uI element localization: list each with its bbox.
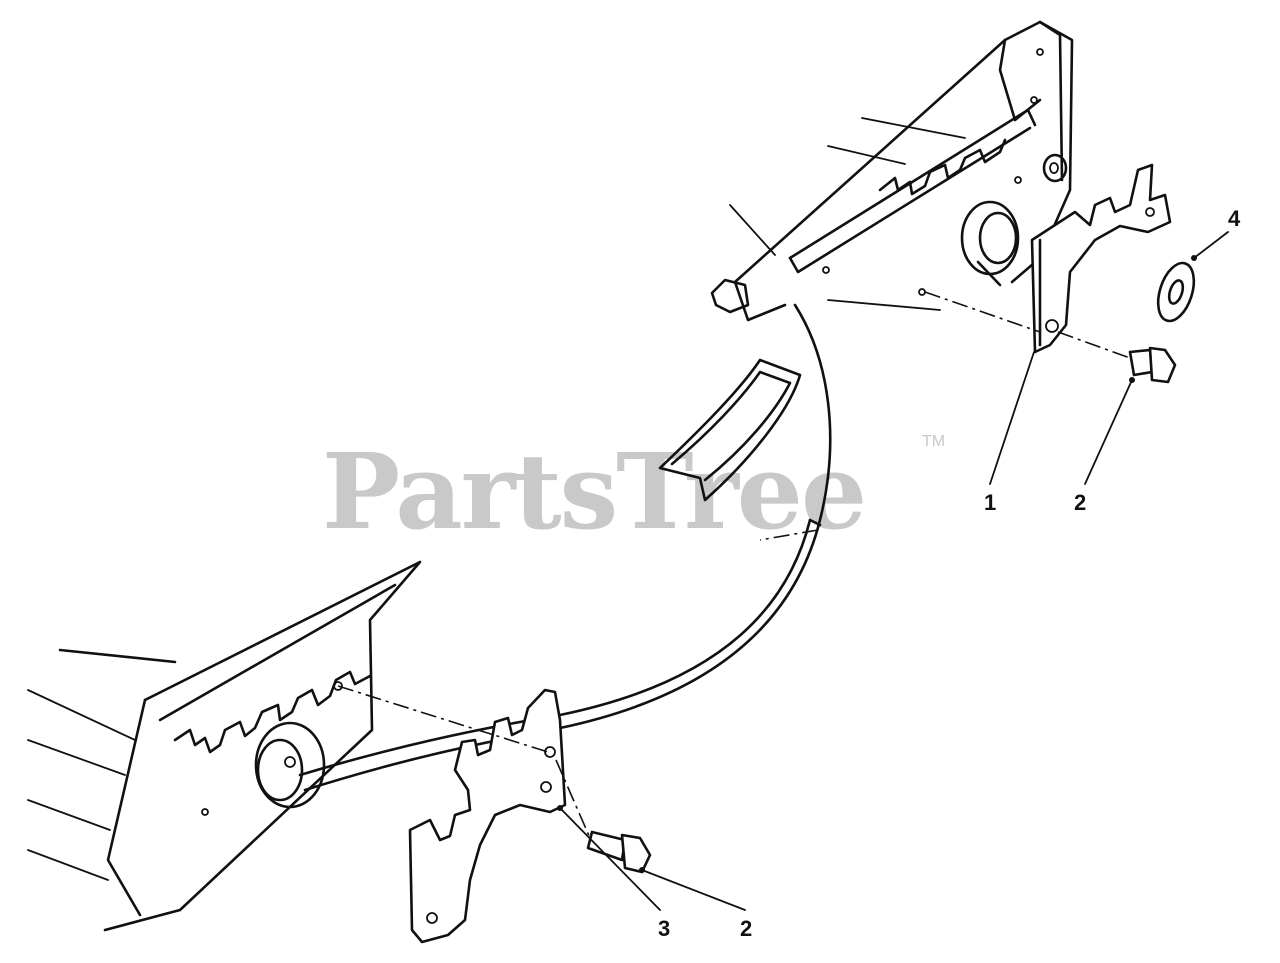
part-2-bolt-left [586,830,652,874]
deck-left-side [27,560,422,932]
handle-grip [658,358,802,502]
callout-4: 4 [1228,206,1241,231]
callout-labels: 4 1 2 3 2 [658,206,1241,941]
callout-2-left: 2 [740,916,752,941]
part-2-bolt-right [1128,346,1177,384]
watermark: PartsTree TM [322,430,945,553]
part-1-adjuster-plate-right [1030,163,1172,354]
callout-3: 3 [658,916,670,941]
part-3-adjuster-plate-left [408,688,567,944]
watermark-trademark: TM [922,433,945,450]
watermark-brand: PartsTree [322,430,865,553]
leader-lines [557,231,1229,911]
part-4-washer [1156,261,1196,323]
callout-1: 1 [984,490,996,515]
deck-right-side [710,20,1074,322]
assembly-lines [337,291,1131,839]
callout-2-right: 2 [1074,490,1086,515]
